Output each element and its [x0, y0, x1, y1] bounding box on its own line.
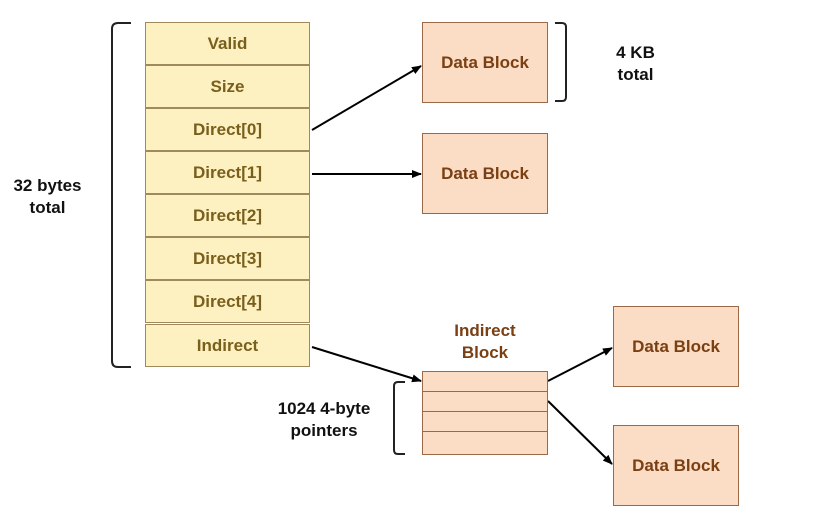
indirect-block-title-line2: Block [461, 343, 509, 362]
block-size-brace [555, 22, 567, 102]
arrow-indirect-row0-to-block [547, 347, 613, 382]
inode-field-valid: Valid [145, 22, 310, 65]
inode-field-direct-0: Direct[0] [145, 108, 310, 151]
pointers-label-line2: pointers [290, 421, 358, 440]
inode-field-direct-1: Direct[1] [145, 151, 310, 194]
data-block-indirect-1: Data Block [613, 425, 739, 506]
indirect-pointer-row [423, 432, 547, 452]
indirect-pointer-row [423, 412, 547, 432]
indirect-pointer-row [423, 392, 547, 412]
inode-field-direct-2: Direct[2] [145, 194, 310, 237]
data-block-indirect-0: Data Block [613, 306, 739, 387]
inode-field-indirect: Indirect [145, 324, 310, 367]
inode-size-label: 32 bytes total [5, 175, 90, 219]
pointers-brace [393, 381, 405, 455]
inode-size-label-line1: 32 bytes [13, 176, 82, 195]
block-size-label-line1: 4 KB [616, 43, 655, 62]
arrow-indirect-row1-to-block [547, 400, 613, 465]
inode-field-size: Size [145, 65, 310, 108]
arrow-direct0-to-block [311, 65, 422, 131]
pointers-label: 1024 4-byte pointers [262, 398, 386, 442]
indirect-block-title: Indirect Block [430, 320, 540, 364]
data-block-direct-0: Data Block [422, 22, 548, 103]
indirect-pointer-row [423, 372, 547, 392]
inode-brace [111, 22, 131, 368]
block-size-label: 4 KB total [598, 42, 673, 86]
indirect-block [422, 371, 548, 455]
pointers-label-line1: 1024 4-byte [277, 399, 371, 418]
indirect-block-title-line1: Indirect [454, 321, 516, 340]
inode-field-direct-4: Direct[4] [145, 280, 310, 323]
inode-field-direct-3: Direct[3] [145, 237, 310, 280]
data-block-direct-1: Data Block [422, 133, 548, 214]
arrow-indirect-to-indirect-block [311, 346, 422, 383]
block-size-label-line2: total [617, 65, 654, 84]
inode-size-label-line2: total [29, 198, 66, 217]
